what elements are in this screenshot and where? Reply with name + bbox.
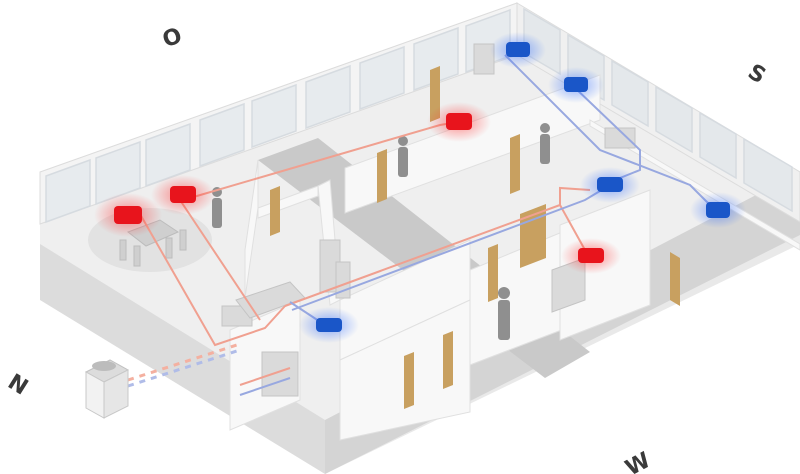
compass-east: O: [160, 24, 186, 54]
cooling-unit-3: [580, 167, 640, 203]
heating-unit-3: [427, 102, 491, 142]
people: [212, 123, 550, 340]
outdoor-connection: [127, 342, 241, 388]
person-2: [398, 136, 408, 177]
heating-unit-1: [94, 193, 162, 237]
person-3: [540, 123, 550, 164]
cooling-units: [299, 32, 746, 343]
compass-west: W: [622, 448, 655, 474]
cooling-unit-1: [490, 32, 546, 68]
heating-unit-2: [151, 175, 215, 215]
person-4: [498, 287, 510, 340]
cooling-unit-4: [690, 192, 746, 228]
cooling-unit-5: [299, 307, 359, 343]
doors: [270, 66, 680, 409]
heating-units: [94, 102, 621, 274]
compass-north: N: [3, 370, 32, 401]
outdoor-unit: [84, 359, 130, 419]
meeting-table: [119, 219, 187, 267]
cooling-unit-2: [548, 67, 604, 103]
heating-unit-4: [561, 238, 621, 274]
window-row-left: [45, 8, 511, 224]
compass-south: S: [743, 60, 770, 90]
